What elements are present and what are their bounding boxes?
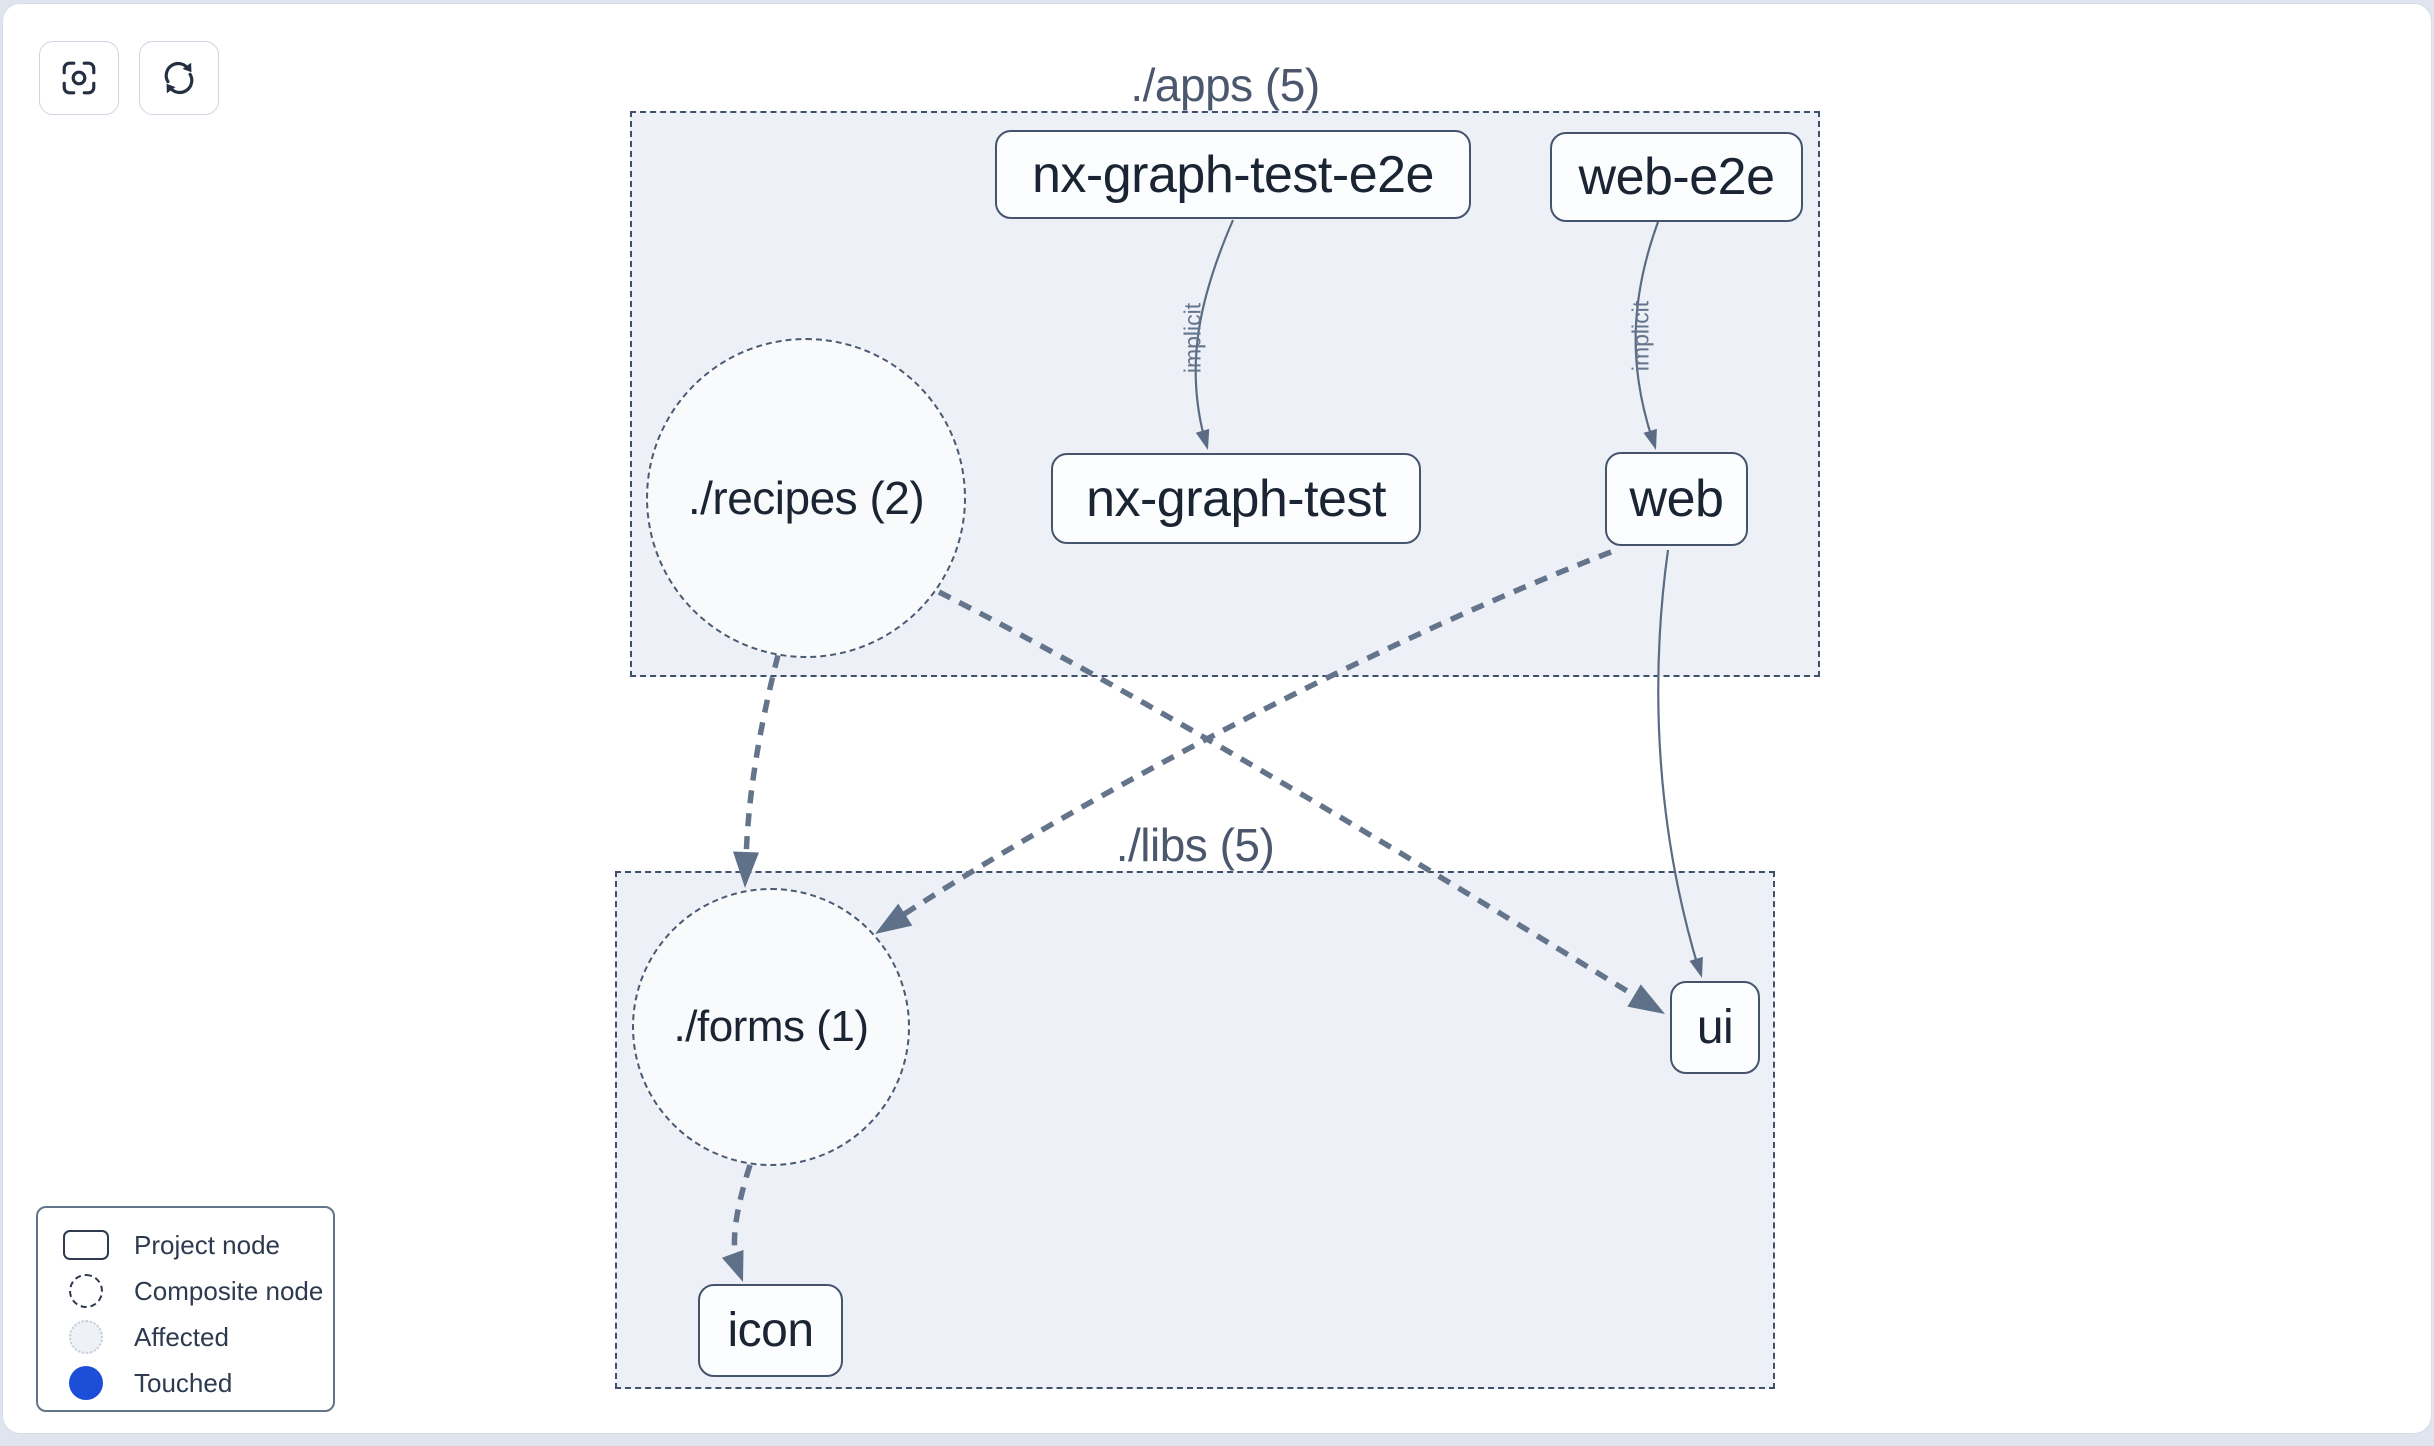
legend-item-project-node: Project node [38, 1222, 333, 1268]
composite-node-forms[interactable]: ./forms (1) [632, 888, 910, 1166]
legend-item-affected: Affected [38, 1314, 333, 1360]
edge-label-implicit: implicit [1627, 300, 1654, 372]
legend-label: Composite node [134, 1275, 324, 1306]
legend-label: Touched [134, 1367, 233, 1398]
touched-swatch-icon [38, 1366, 134, 1400]
group-label-apps: ./apps (5) [1130, 59, 1320, 111]
center-graph-button[interactable] [39, 41, 119, 115]
project-node-icon[interactable]: icon [698, 1284, 843, 1377]
legend-panel: Project node Composite node Affected Tou… [36, 1206, 335, 1412]
affected-swatch-icon [38, 1320, 134, 1354]
graph-canvas[interactable]: ./apps (5) ./libs (5) ./recipes (2) ./fo… [2, 3, 2432, 1434]
project-node-nx-graph-test[interactable]: nx-graph-test [1051, 453, 1421, 544]
project-node-nx-graph-test-e2e[interactable]: nx-graph-test-e2e [995, 130, 1471, 219]
focus-icon [60, 59, 98, 97]
project-node-web[interactable]: web [1605, 452, 1748, 546]
legend-item-composite-node: Composite node [38, 1268, 333, 1314]
refresh-icon [160, 59, 198, 97]
edge-recipes-to-forms [743, 654, 781, 861]
edge-label-implicit: implicit [1179, 302, 1206, 374]
project-node-web-e2e[interactable]: web-e2e [1550, 132, 1803, 222]
group-label-libs: ./libs (5) [1115, 819, 1275, 871]
project-node-ui[interactable]: ui [1670, 981, 1760, 1074]
project-node-swatch-icon [38, 1230, 134, 1260]
legend-item-touched: Touched [38, 1360, 333, 1406]
composite-node-swatch-icon [38, 1274, 134, 1308]
legend-label: Project node [134, 1229, 280, 1260]
legend-label: Affected [134, 1321, 229, 1352]
composite-node-recipes[interactable]: ./recipes (2) [646, 338, 966, 658]
refresh-graph-button[interactable] [139, 41, 219, 115]
